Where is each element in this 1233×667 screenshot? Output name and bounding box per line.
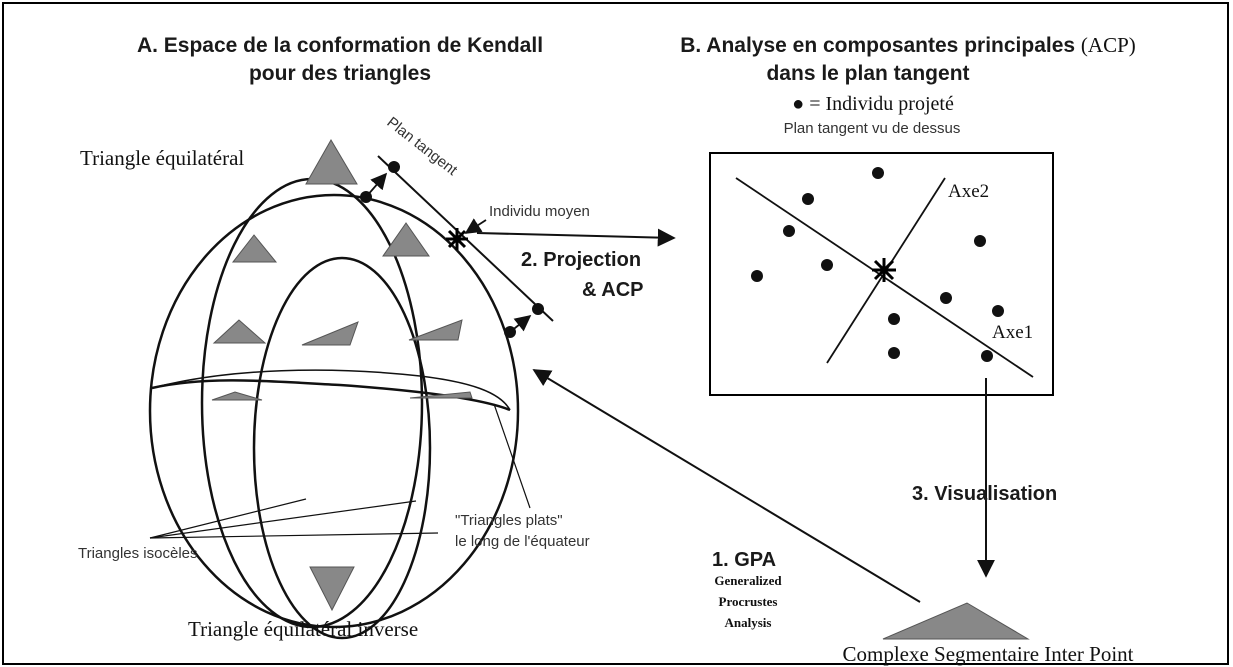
label-triangle-equilateral: Triangle équilatéral [80,146,244,170]
panel-a-title-line1: A. Espace de la conformation de Kendall [137,34,543,57]
label-triangles-isoceles: Triangles isocèles [78,545,198,562]
step1-sub3: Analysis [725,615,772,630]
step2-label-line1: 2. Projection [521,249,641,271]
label-triangle-equilateral-inverse: Triangle équilatéral inverse [188,617,418,641]
tangent-point-bottom [532,303,544,315]
arrow-projection [476,228,676,247]
projected-point [888,347,900,359]
sphere-equator-back [151,369,511,411]
label-triangles-plats: "Triangles plats" [455,512,563,529]
projected-point [821,259,833,271]
projection-arrow-bottom [509,314,532,333]
pointer-isoceles-lines [149,498,439,539]
projected-point [940,292,952,304]
projected-point [888,313,900,325]
mean-individual-star-b [872,258,896,282]
triangle-flat-right [409,391,473,399]
tangent-point-top [388,161,400,173]
sphere-equator [151,379,511,412]
panel-b-title-line1: B. Analyse en composantes principales (A… [680,33,1136,57]
projected-point [783,225,795,237]
projected-point [751,270,763,282]
triangle-mid-center [301,321,359,346]
bottom-label: Complexe Segmentaire Inter Point [842,642,1133,666]
sphere-meridian-1 [200,177,424,629]
triangle-mid-right [408,319,463,341]
panel-b-legend: ● = Individu projeté [792,93,954,115]
triangle-flat-left [211,391,263,401]
triangle-equilateral-inverse [309,566,355,612]
step1-sub2: Procrustes [719,594,778,609]
panel-b-title-line2: dans le plan tangent [766,62,969,85]
projected-point [981,350,993,362]
pointer-flat-triangles [493,403,531,509]
step1-label: 1. GPA [712,549,776,571]
sphere-outline [148,193,520,629]
triangle-mid-left [212,319,267,344]
mean-individual-star [446,228,468,250]
axis2-label: Axe2 [948,181,989,202]
triangle-upper-left [231,234,278,263]
axis1-label: Axe1 [992,322,1033,343]
triangle-equilateral-top [305,139,358,185]
projected-point [974,235,986,247]
projected-point [802,193,814,205]
panel-b-title-acp: (ACP) [1081,33,1136,57]
panel-b-subtitle: Plan tangent vu de dessus [784,120,961,137]
step3-label: 3. Visualisation [912,483,1057,505]
mean-label-pointer [464,218,487,234]
step2-label-line2: & ACP [582,279,643,301]
projected-point [992,305,1004,317]
step1-sub1: Generalized [714,573,782,588]
label-le-long-equateur: le long de l'équateur [455,533,590,550]
triangle-upper-right [382,222,430,257]
projected-point [872,167,884,179]
arrow-gpa [532,369,921,603]
projection-arrow-top [365,172,388,198]
projected-points [751,167,1004,362]
label-individu-moyen: Individu moyen [489,203,590,220]
panel-a-title-line2: pour des triangles [249,62,431,85]
sphere-meridian-2 [252,256,432,640]
triangle-complexe-segmentaire [882,602,1030,640]
